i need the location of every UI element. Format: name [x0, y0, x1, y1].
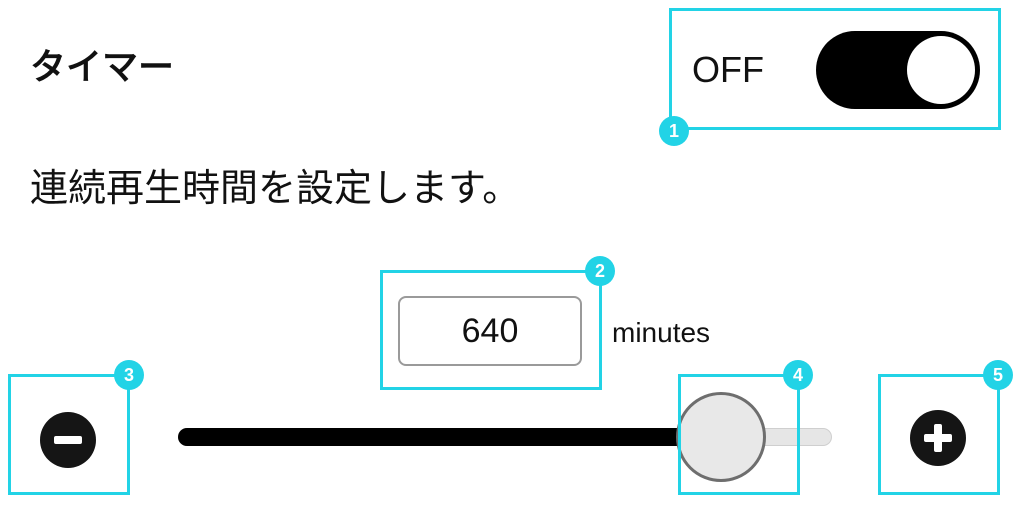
timer-title: タイマー: [30, 47, 175, 88]
annotation-box-5: [878, 374, 1000, 495]
minutes-input[interactable]: [398, 296, 582, 366]
annotation-badge-2: 2: [585, 256, 615, 286]
increment-button[interactable]: [910, 410, 966, 466]
annotation-box-1: [669, 8, 1001, 130]
annotation-badge-1: 1: [659, 116, 689, 146]
annotation-box-3: [8, 374, 130, 495]
timer-description: 連続再生時間を設定します。: [30, 166, 521, 210]
minutes-slider[interactable]: [178, 392, 832, 482]
annotation-badge-5: 5: [983, 360, 1013, 390]
annotation-box-4: [678, 374, 800, 495]
minutes-unit-label: minutes: [612, 317, 711, 348]
slider-fill: [178, 428, 721, 446]
toggle-state-label: OFF: [692, 49, 764, 90]
timer-toggle[interactable]: [816, 31, 980, 109]
decrement-button[interactable]: [40, 412, 96, 468]
annotation-badge-4: 4: [783, 360, 813, 390]
slider-thumb[interactable]: [676, 392, 766, 482]
annotation-badge-3: 3: [114, 360, 144, 390]
toggle-knob: [907, 36, 975, 104]
annotation-box-2: [380, 270, 602, 390]
